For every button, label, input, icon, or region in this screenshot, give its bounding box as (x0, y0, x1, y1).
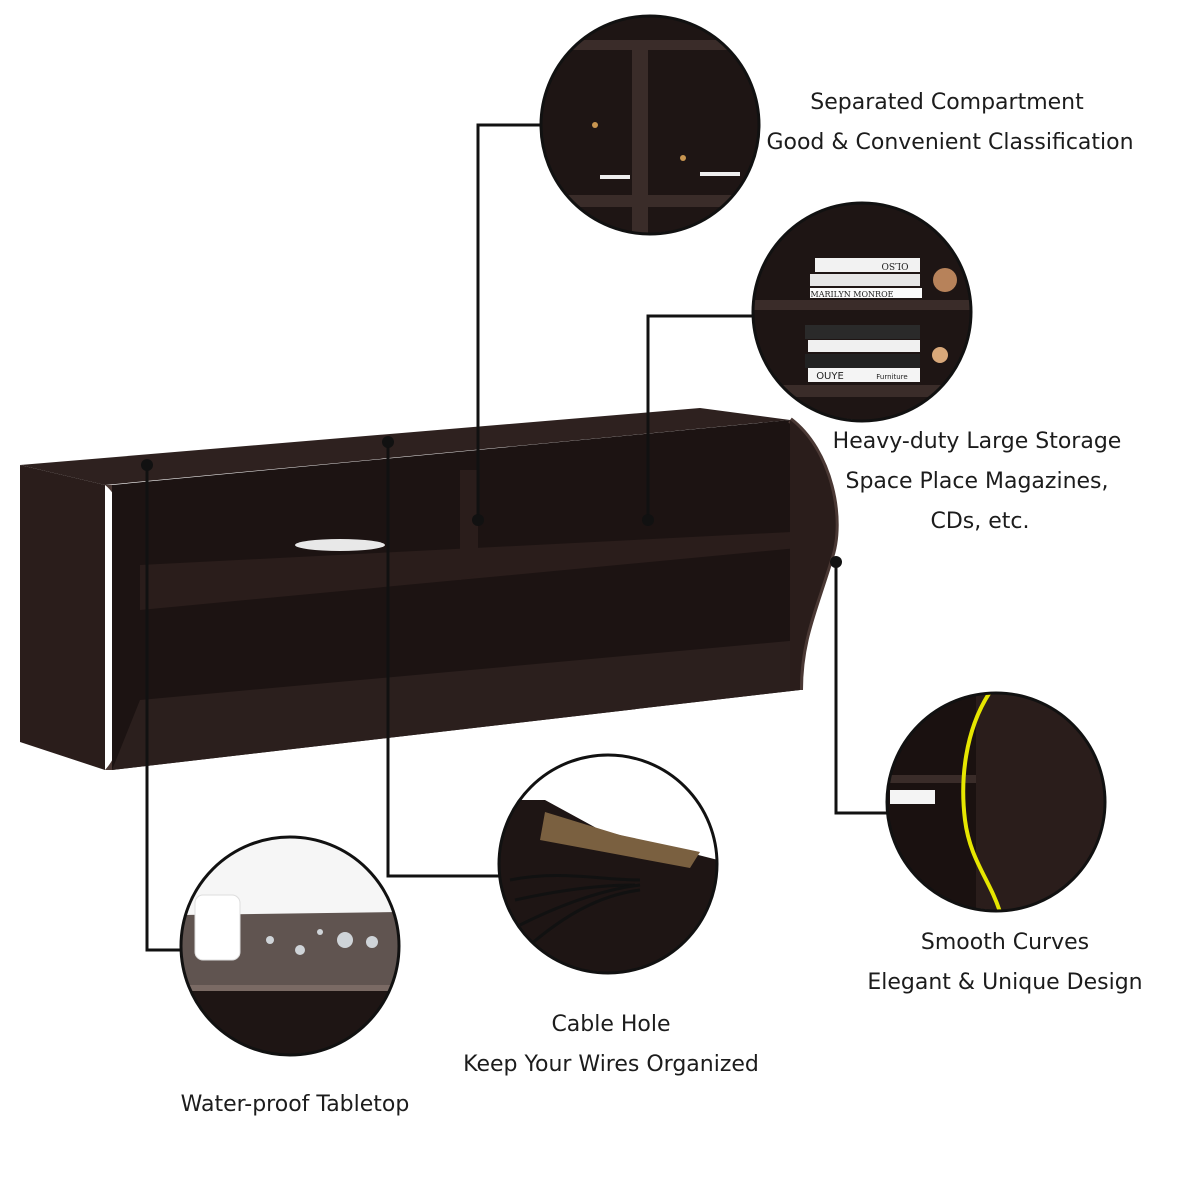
caption-curves-title: Smooth Curves (920, 930, 1090, 955)
caption-compartment-title: Separated Compartment (810, 90, 1084, 115)
caption-storage-sub1: Space Place Magazines, (845, 469, 1109, 494)
detail-cable-hole (500, 756, 716, 972)
caption-cable-sub: Keep Your Wires Organized (463, 1052, 759, 1077)
caption-cable-title: Cable Hole (551, 1012, 671, 1037)
caption-curves-sub: Elegant & Unique Design (867, 970, 1143, 995)
detail-storage: OLSO MARILYN MONROE OUYE Furniture (754, 204, 970, 420)
book-lettering-marilyn-monroe: MARILYN MONROE (811, 290, 894, 299)
caption-waterproof: Water-proof Tabletop (180, 1092, 410, 1117)
caption-storage-sub2: CDs, etc. (930, 509, 1030, 534)
callout-lines (145, 123, 888, 952)
book-lettering-olso: OLSO (882, 260, 909, 270)
book-lettering-furniture: Furniture (876, 373, 907, 381)
detail-compartment (542, 17, 758, 233)
tv-stand (20, 408, 839, 770)
caption-compartment-sub: Good & Convenient Classification (766, 130, 1134, 155)
callout-dots (141, 436, 842, 568)
caption-storage-title: Heavy-duty Large Storage (832, 429, 1122, 454)
book-lettering-ouye: OUYE (816, 371, 844, 382)
